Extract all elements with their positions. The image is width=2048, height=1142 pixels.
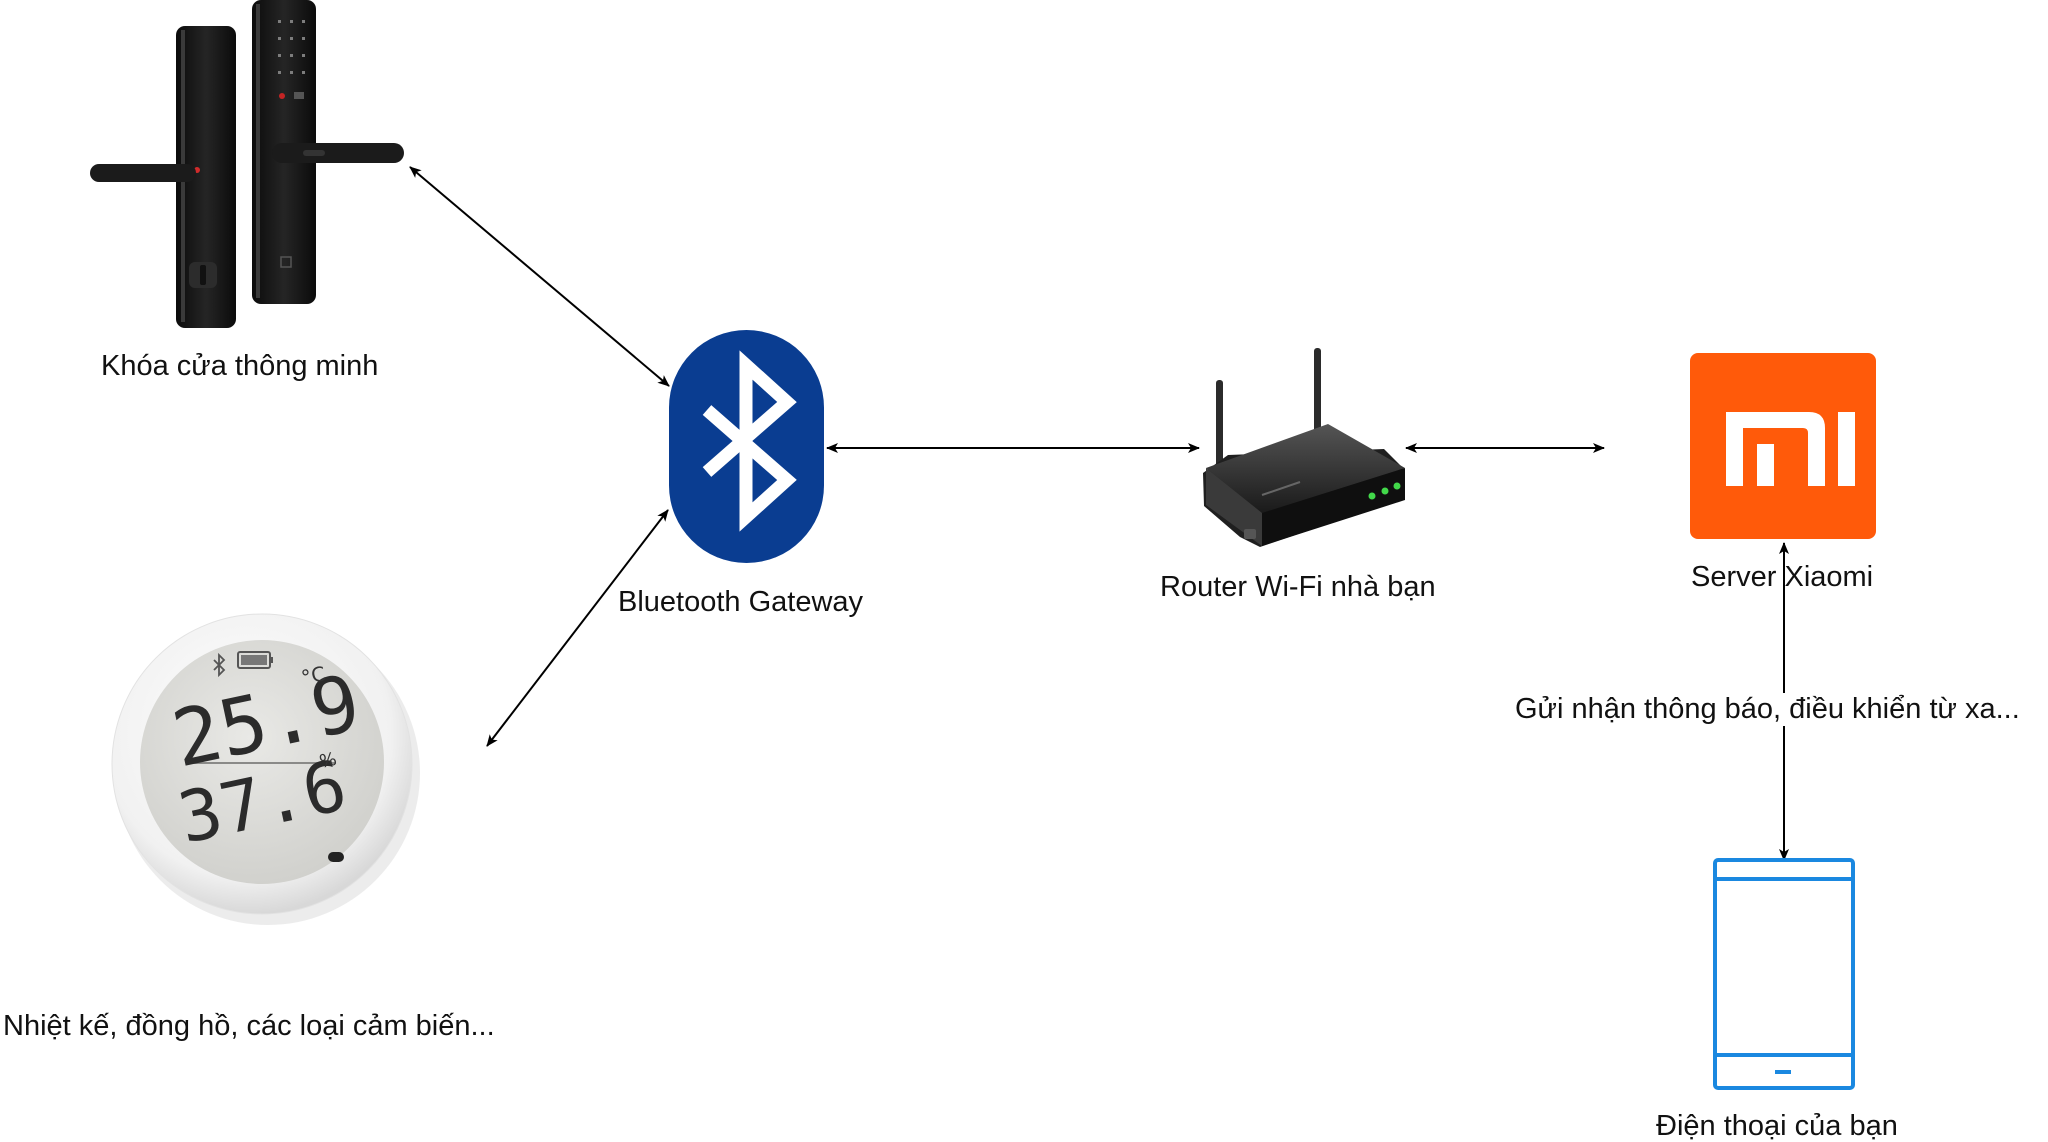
smart-lock-label: Khóa cửa thông minh [101,350,379,382]
smart-lock-icon [90,0,404,328]
xiaomi-mi-logo-icon [1690,353,1876,539]
edge-lock-gateway [409,166,670,387]
phone-label: Điện thoại của bạn [1656,1110,1898,1142]
wifi-router-icon [1203,348,1405,547]
smartphone-icon [1713,858,1855,1090]
server-phone-edge-label: Gửi nhận thông báo, điều khiển từ xa... [1511,693,2024,726]
bluetooth-icon [669,330,824,563]
sensors-label: Nhiệt kế, đồng hồ, các loại cảm biến... [3,1010,495,1042]
sensor-humidity-unit: % [318,749,339,773]
bluetooth-gateway-label: Bluetooth Gateway [618,586,864,618]
router-label: Router Wi-Fi nhà bạn [1160,571,1436,603]
sensor-temperature-unit: °C [299,661,327,689]
thermometer-hygrometer-icon [111,613,420,925]
edge-gateway-sensors [486,509,669,747]
server-label: Server Xiaomi [1691,561,1874,593]
